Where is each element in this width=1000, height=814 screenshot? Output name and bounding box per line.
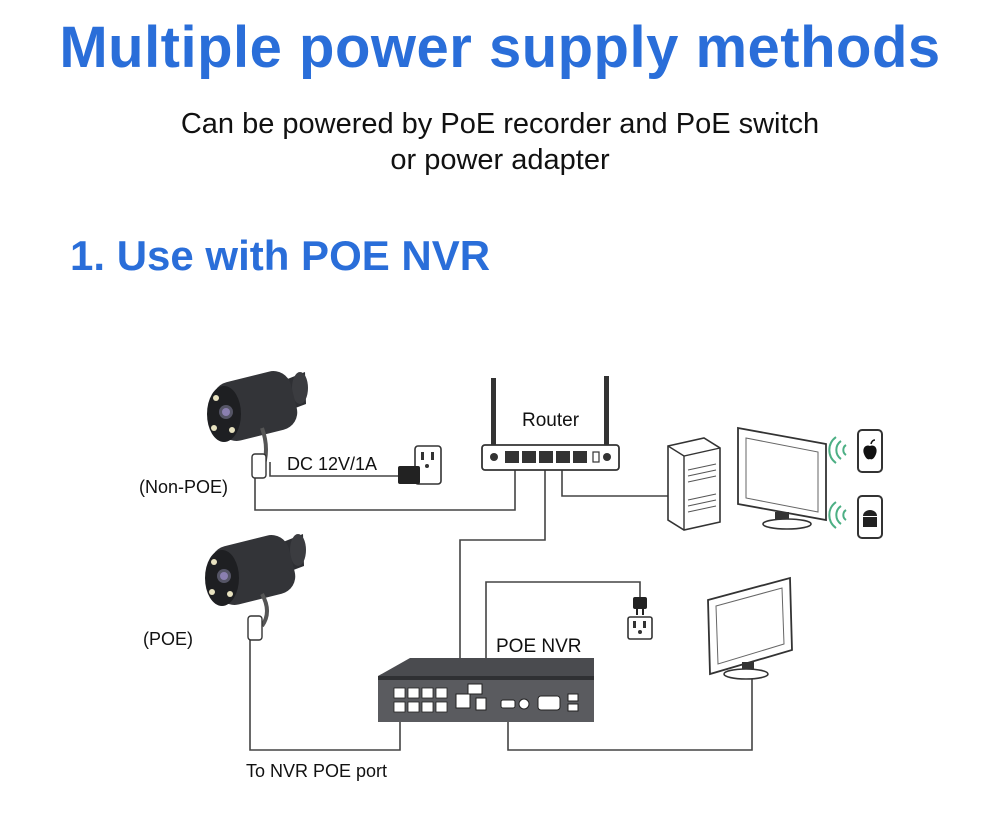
nvr-port-label: To NVR POE port xyxy=(246,761,387,781)
nvr-device-icon xyxy=(378,658,594,722)
nvr-monitor-icon xyxy=(707,576,793,680)
section-title: 1. Use with POE NVR xyxy=(70,232,491,279)
wire-router-to-nvr xyxy=(459,466,546,690)
page-title: Multiple power supply methods xyxy=(59,15,941,80)
wire-nvr-power xyxy=(485,581,641,700)
camera-non-poe xyxy=(207,371,308,479)
wire-nonpoe-to-router xyxy=(254,466,516,511)
pc-tower-icon xyxy=(667,437,721,531)
page-subtitle: Can be powered by PoE recorder and PoE s… xyxy=(0,106,1000,178)
adapter-label: DC 12V/1A xyxy=(287,454,377,474)
wire-poe-to-nvr xyxy=(249,638,401,751)
wires xyxy=(249,462,753,751)
router-icon xyxy=(481,376,620,471)
nvr-power-plug-icon xyxy=(627,597,653,640)
router-label: Router xyxy=(522,410,580,431)
non-poe-label: (Non-POE) xyxy=(139,477,228,497)
wifi-phone-apple xyxy=(828,429,883,473)
wifi-phone-android xyxy=(828,495,883,539)
wire-router-to-pc xyxy=(561,466,668,497)
poe-label: (POE) xyxy=(143,629,193,649)
power-outlet-icon xyxy=(398,445,442,485)
subtitle-line-1: Can be powered by PoE recorder and PoE s… xyxy=(180,108,820,140)
pc-monitor-icon xyxy=(737,426,827,530)
wire-nvr-to-monitor xyxy=(507,676,753,751)
subtitle-line-2: or power adapter xyxy=(390,144,610,176)
wire-adapter-cable xyxy=(269,462,400,477)
nvr-label: POE NVR xyxy=(496,636,582,657)
camera-poe xyxy=(205,534,306,641)
